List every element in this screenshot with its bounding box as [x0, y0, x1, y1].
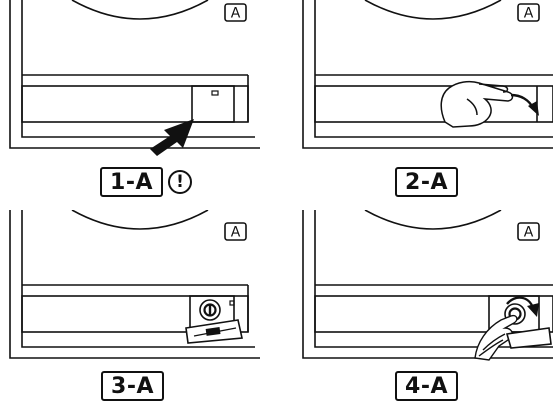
corner-badge: A: [225, 4, 246, 22]
lower-panel: [315, 296, 553, 332]
cover-notch: [212, 91, 218, 95]
corner-badge-letter: A: [231, 225, 241, 241]
lower-panel: [315, 86, 553, 122]
panel-2-illustration: A: [293, 0, 553, 160]
door-arc: [72, 210, 208, 229]
corner-badge: A: [225, 223, 246, 241]
corner-badge: A: [518, 4, 539, 22]
filter-knob-icon: [200, 300, 220, 320]
open-cover-flap: [507, 328, 551, 348]
hand-icon: [441, 82, 512, 127]
open-cover-flap: [186, 320, 242, 343]
step-label-4a: 4-A: [395, 371, 458, 401]
step-label-1a: 1-A: [100, 167, 163, 197]
panel-3-illustration: A: [0, 210, 260, 370]
washer-left-edge: [303, 0, 553, 148]
door-arc: [365, 0, 501, 19]
corner-badge-letter: A: [231, 6, 241, 22]
step-label-2a: 2-A: [395, 167, 458, 197]
corner-badge-letter: A: [524, 6, 534, 22]
washer-left-edge: [10, 0, 260, 148]
corner-badge-letter: A: [524, 225, 534, 241]
door-arc: [72, 0, 208, 19]
warning-icon: !: [168, 170, 192, 194]
panel-1-illustration: A: [0, 0, 260, 160]
washer-inner-edge: [22, 0, 255, 137]
corner-badge: A: [518, 223, 539, 241]
door-arc: [365, 210, 501, 229]
rotate-arrow-head: [527, 303, 539, 317]
panel-4-illustration: A: [293, 210, 553, 370]
step-label-3a: 3-A: [101, 371, 164, 401]
washer-inner-edge: [315, 0, 553, 137]
